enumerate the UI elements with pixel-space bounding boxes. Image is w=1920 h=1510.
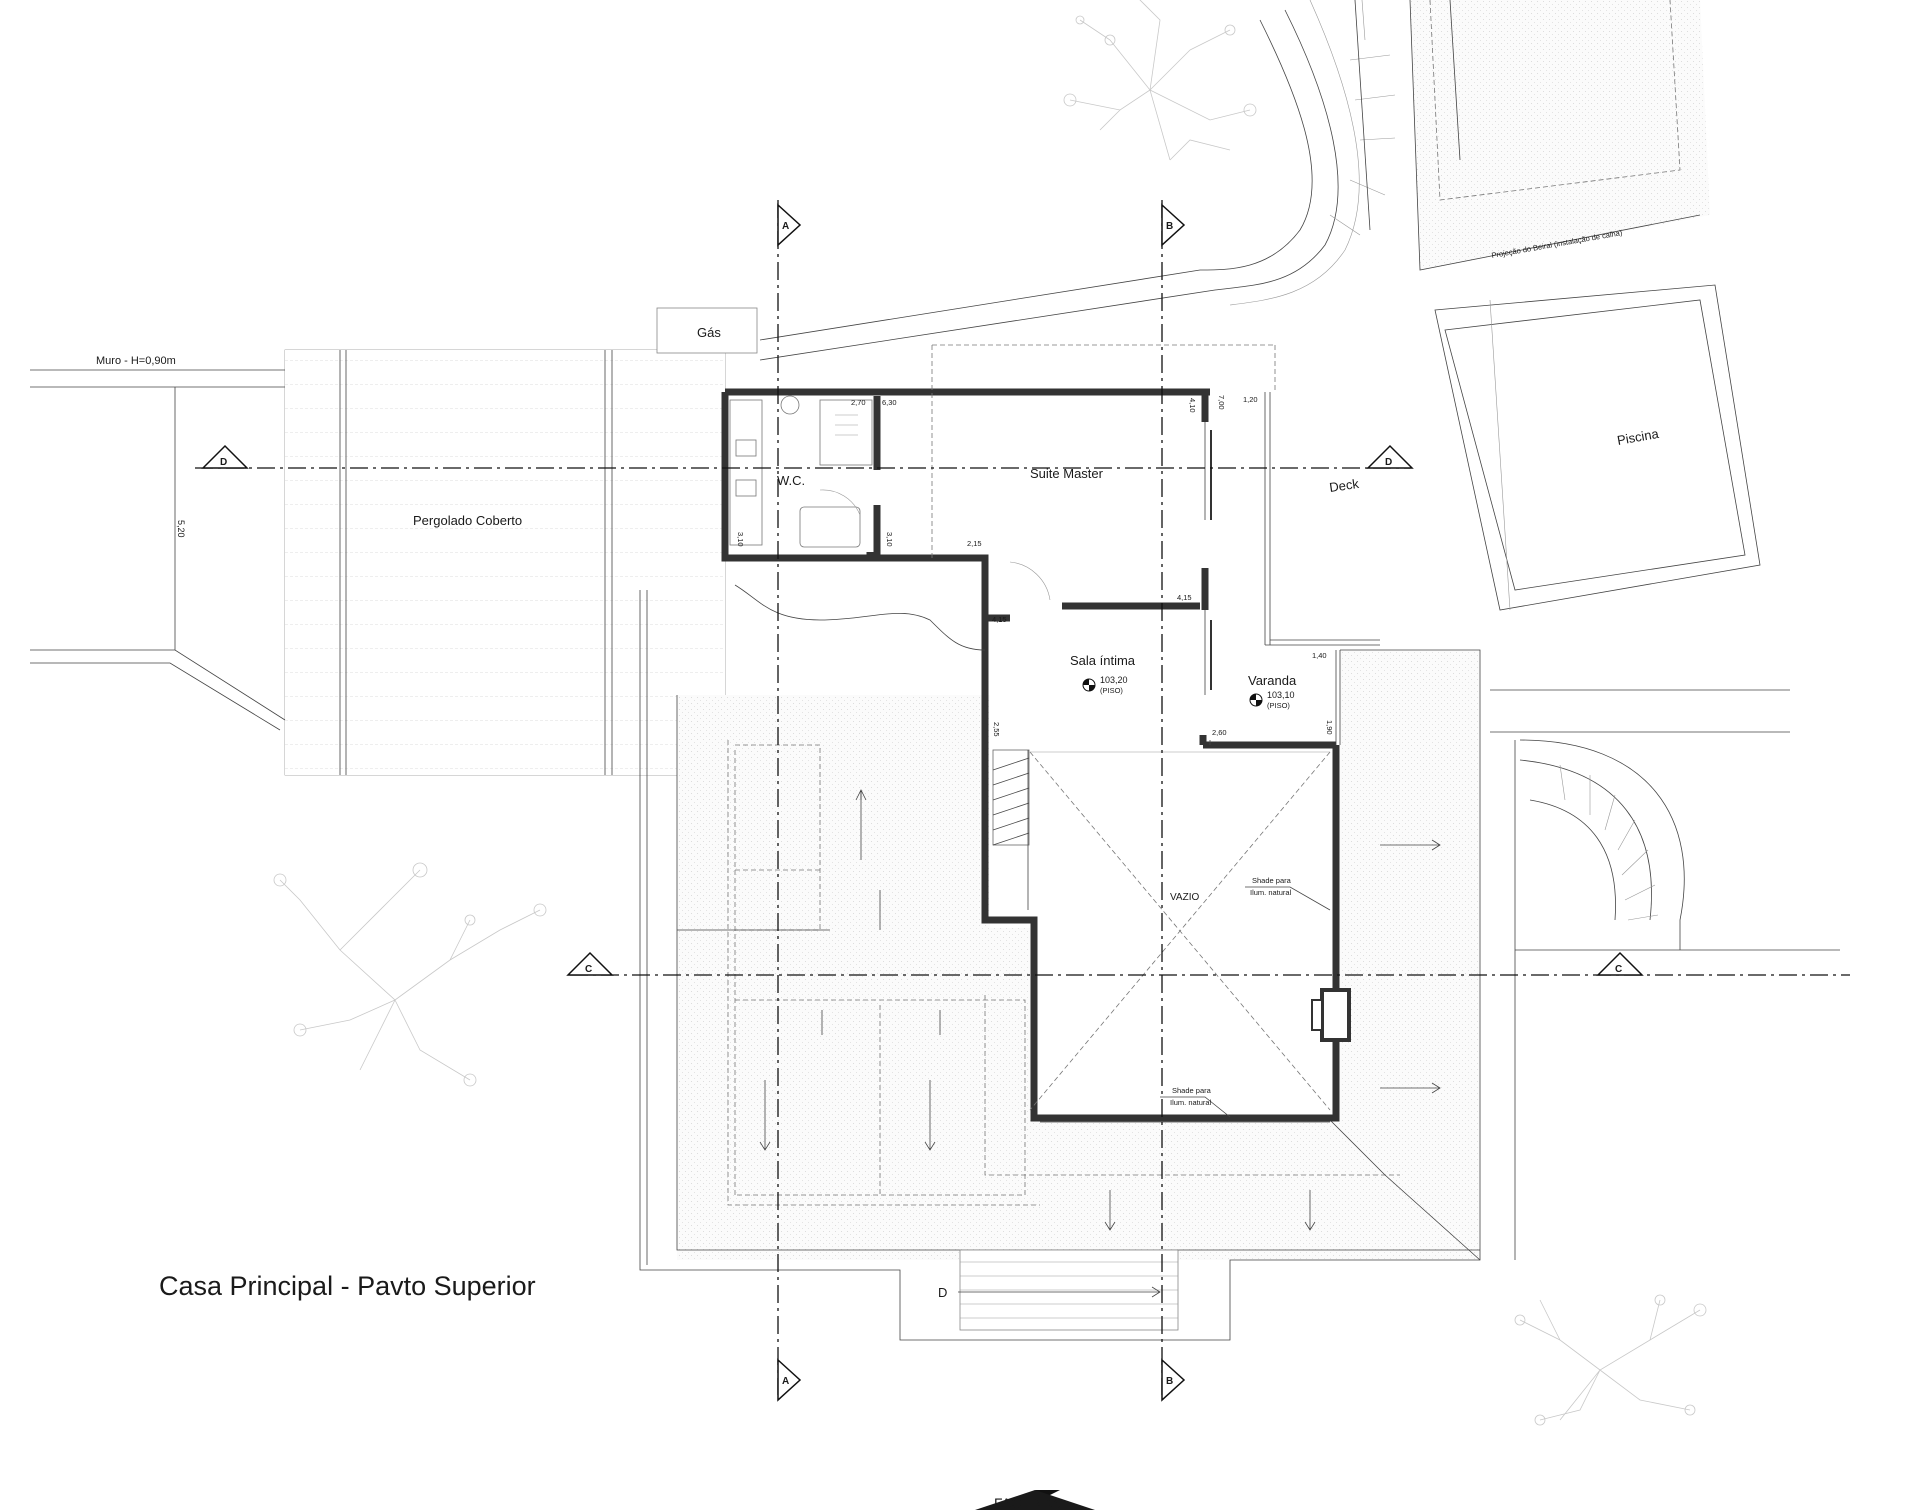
dim-310b: 3,10: [885, 532, 894, 547]
curved-path: [759, 0, 1396, 361]
interior-stairs: [992, 749, 1030, 846]
level-sala-tag: (PISO): [1100, 686, 1123, 695]
room-label-suite: Suite Master: [1030, 466, 1104, 481]
marker-b-top-text: B: [1166, 221, 1173, 232]
marker-d-left-text: D: [220, 457, 227, 468]
right-curved-terrace: [1490, 689, 1840, 1260]
landscape-curve: [734, 584, 986, 651]
shade-note-2b: Ilum. natural: [1170, 1098, 1212, 1107]
room-label-sala: Sala íntima: [1070, 653, 1136, 668]
level-symbol-varanda: [1249, 693, 1263, 707]
section-marker-d-right: D: [1366, 444, 1414, 469]
shade-note-1a: Shade para: [1252, 876, 1292, 885]
pool-label: Piscina: [1616, 426, 1661, 448]
section-marker-a-bottom: A: [777, 1358, 802, 1402]
pergolado: [284, 349, 726, 776]
section-marker-a-top: A: [777, 203, 802, 247]
shade-note-2a: Shade para: [1172, 1086, 1212, 1095]
dim-310a: 3,10: [736, 532, 745, 547]
room-label-varanda: Varanda: [1248, 673, 1297, 688]
marker-c-right-text: C: [1615, 964, 1622, 975]
dim-260: 2,60: [1212, 728, 1227, 737]
muro-wall: [30, 369, 286, 731]
facade-label: FACHADA: [994, 1495, 1061, 1510]
fireplace: [1311, 988, 1351, 1042]
vazio-void: [1027, 750, 1331, 1111]
facade-triangle: [975, 1490, 1095, 1510]
gas-box: [656, 307, 758, 354]
dim-630: 6,30: [882, 398, 897, 407]
shade-leader-1: [1245, 886, 1331, 911]
section-marker-c-right: C: [1596, 951, 1644, 976]
tree-left: [273, 862, 547, 1087]
level-varanda-tag: (PISO): [1267, 701, 1290, 710]
gas-label: Gás: [697, 325, 721, 340]
shade-note-1b: Ilum. natural: [1250, 888, 1292, 897]
section-marker-d-left: D: [201, 444, 249, 469]
dim-190: 1,90: [1325, 720, 1334, 735]
dim-410: 4,10: [1188, 398, 1197, 413]
marker-d-right-text: D: [1385, 457, 1392, 468]
muro-note: Muro - H=0,90m: [96, 355, 176, 367]
drawing-title: Casa Principal - Pavto Superior: [159, 1271, 536, 1301]
marker-a-top-text: A: [782, 221, 789, 232]
section-marker-b-top: B: [1161, 203, 1186, 247]
dim-415b: 4,15: [992, 615, 1007, 624]
wc-fixtures: [729, 395, 873, 548]
level-sala-value: 103,20: [1100, 675, 1128, 685]
glazing: [931, 344, 1380, 1123]
dim-520: 5,20: [176, 520, 186, 538]
pool-surround: [1434, 284, 1761, 611]
room-label-wc: W.C.: [777, 473, 805, 488]
level-symbol-sala: [1082, 678, 1096, 692]
tree-bottom-right: [1514, 1294, 1707, 1426]
level-varanda-value: 103,10: [1267, 690, 1295, 700]
lower-roof: [639, 590, 1481, 1341]
marker-c-left-text: C: [585, 964, 592, 975]
front-stairs: [958, 1249, 1179, 1331]
dim-215: 2,15: [967, 539, 982, 548]
shade-leader-2: [1160, 1096, 1231, 1118]
marker-a-bottom-text: A: [782, 1376, 789, 1387]
upper-terrace: [1409, 0, 1710, 271]
section-marker-b-bottom: B: [1161, 1358, 1186, 1402]
tree-top: [1063, 0, 1257, 161]
stair-down-label: D: [938, 1285, 947, 1300]
pergolado-label: Pergolado Coberto: [413, 513, 522, 528]
dim-140: 1,40: [1312, 651, 1327, 660]
dim-255: 2,55: [992, 722, 1001, 737]
room-label-vazio: VAZIO: [1170, 892, 1199, 903]
section-marker-c-left: C: [566, 951, 614, 976]
marker-b-bottom-text: B: [1166, 1376, 1173, 1387]
upper-walls: [721, 388, 1340, 1122]
door-swing: [1009, 561, 1051, 601]
room-label-deck: Deck: [1328, 476, 1360, 495]
dim-415a: 4,15: [1177, 593, 1192, 602]
dim-120: 1,20: [1243, 395, 1258, 404]
dim-270: 2,70: [851, 398, 866, 407]
dim-700: 7,00: [1217, 395, 1226, 410]
